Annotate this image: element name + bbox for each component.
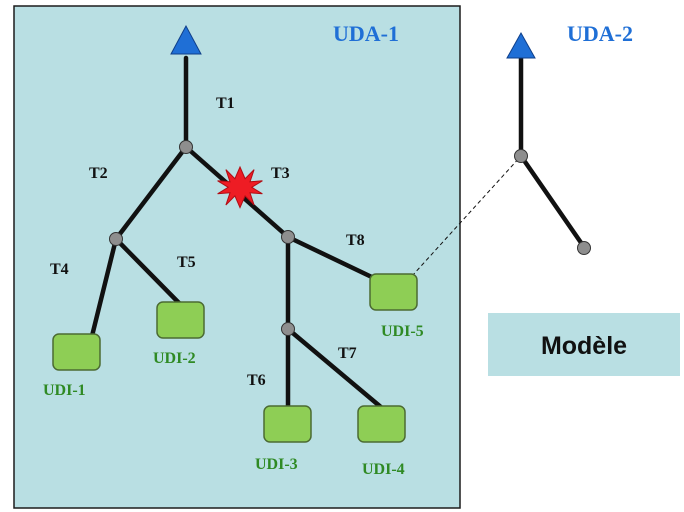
wire-t4 [89, 236, 119, 339]
junction-node-icon [281, 230, 295, 244]
uda2-wires [518, 55, 587, 250]
udi2-label: UDI-2 [153, 350, 196, 367]
udi1-label: UDI-1 [43, 382, 86, 399]
dashed-link [411, 155, 522, 277]
junction-node-icon [514, 149, 528, 163]
segment-label-t1: T1 [216, 95, 235, 112]
antenna-triangle-icon [170, 24, 202, 55]
modele-label: Modèle [541, 332, 627, 360]
segment-label-t3: T3 [271, 165, 290, 182]
wire-t2 [113, 144, 189, 242]
segment-labels: T1 T2 T3 T4 T5 T8 T7 T6 [50, 95, 365, 389]
wire-t8 [285, 234, 381, 283]
segment-label-t8: T8 [346, 232, 365, 249]
junction-node-icon [109, 232, 123, 246]
wire-t7 [285, 326, 385, 411]
udi2-box [156, 301, 205, 339]
udi4-box [357, 405, 406, 443]
junction-node-icon [281, 322, 295, 336]
junction-node-icon [577, 241, 591, 255]
segment-label-t6: T6 [247, 372, 266, 389]
udi4-label: UDI-4 [362, 461, 405, 478]
segment-label-t4: T4 [50, 261, 69, 278]
segment-label-t5: T5 [177, 254, 196, 271]
segment-label-t7: T7 [338, 345, 357, 362]
udi3-box [263, 405, 312, 443]
udi5-label: UDI-5 [381, 323, 424, 340]
junction-node-icon [179, 140, 193, 154]
modele-box [488, 313, 680, 376]
udi3-label: UDI-3 [255, 456, 298, 473]
wire-t5 [113, 236, 183, 307]
fault-star-icon [217, 165, 263, 209]
uda2-label: UDA-2 [567, 21, 633, 46]
udi-labels: UDI-1 UDI-2 UDI-5 UDI-3 UDI-4 [43, 323, 424, 478]
udi-boxes [52, 273, 418, 443]
antenna-triangle-icon [506, 31, 536, 59]
udi1-box [52, 333, 101, 371]
wire-uda2-branch [518, 153, 587, 250]
udi5-box [369, 273, 418, 311]
uda1-label: UDA-1 [333, 21, 399, 46]
segment-label-t2: T2 [89, 165, 108, 182]
junction-nodes [109, 140, 591, 336]
